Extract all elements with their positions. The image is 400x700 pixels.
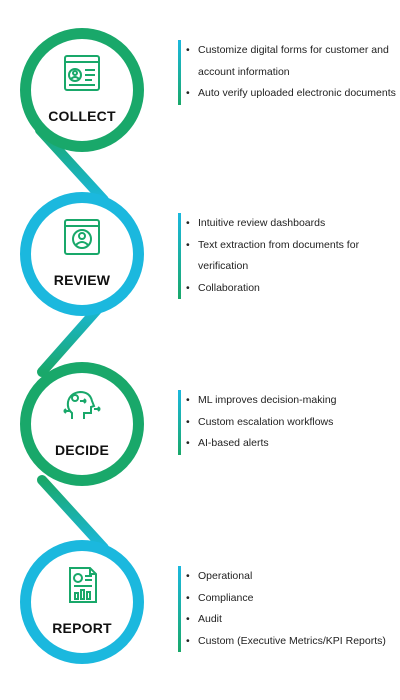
list-item: AI-based alerts bbox=[186, 433, 400, 455]
list-item: Compliance bbox=[186, 588, 400, 610]
connector-decide-review-bottom bbox=[37, 475, 109, 553]
decide-ring: DECIDE bbox=[20, 362, 144, 486]
decide-bullets: ML improves decision-making Custom escal… bbox=[178, 390, 400, 455]
list-item: Customize digital forms for customer and… bbox=[186, 40, 400, 83]
review-label: REVIEW bbox=[53, 272, 111, 288]
decide-accent-bar bbox=[178, 390, 181, 455]
list-item: Audit bbox=[186, 609, 400, 631]
head-decision-icon bbox=[62, 387, 102, 427]
form-user-icon bbox=[62, 53, 102, 93]
list-item: Collaboration bbox=[186, 278, 400, 300]
list-item: Text extraction from documents for verif… bbox=[186, 235, 400, 278]
review-bullets: Intuitive review dashboards Text extract… bbox=[178, 213, 400, 299]
report-chart-icon bbox=[62, 565, 102, 605]
browser-profile-icon bbox=[62, 217, 102, 257]
collect-label: COLLECT bbox=[48, 108, 116, 124]
review-accent-bar bbox=[178, 213, 181, 299]
list-item: Auto verify uploaded electronic document… bbox=[186, 83, 400, 105]
list-item: Custom (Executive Metrics/KPI Reports) bbox=[186, 631, 400, 653]
collect-accent-bar bbox=[178, 40, 181, 105]
report-ring: REPORT bbox=[20, 540, 144, 664]
list-item: Operational bbox=[186, 566, 400, 588]
report-label: REPORT bbox=[52, 620, 112, 636]
report-accent-bar bbox=[178, 566, 181, 652]
list-item: Intuitive review dashboards bbox=[186, 213, 400, 235]
collect-ring: COLLECT bbox=[20, 28, 144, 152]
decide-label: DECIDE bbox=[54, 442, 110, 458]
collect-bullets: Customize digital forms for customer and… bbox=[178, 40, 400, 105]
list-item: Custom escalation workflows bbox=[186, 412, 400, 434]
list-item: ML improves decision-making bbox=[186, 390, 400, 412]
report-bullets: Operational Compliance Audit Custom (Exe… bbox=[178, 566, 400, 652]
review-ring: REVIEW bbox=[20, 192, 144, 316]
